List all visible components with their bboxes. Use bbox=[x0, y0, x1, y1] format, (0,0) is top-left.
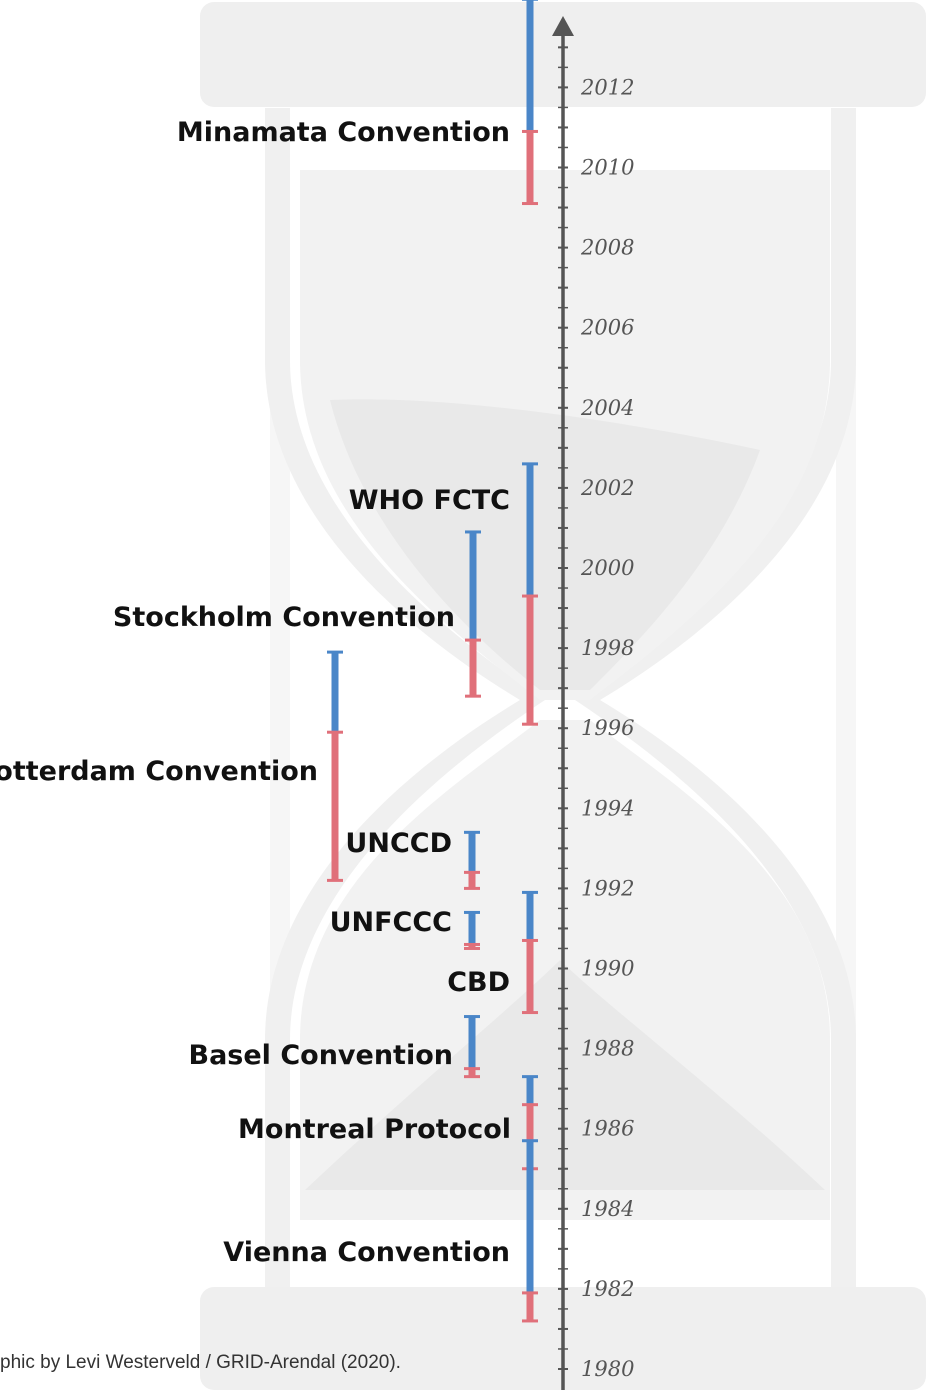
bar-blue-segment bbox=[526, 892, 534, 941]
convention-bar-rotterdam-convention bbox=[327, 650, 343, 882]
tick-labels: 1980 1982 1984 1986 1988 1990 1992 1994 1996 1998… bbox=[580, 75, 634, 1381]
minor-ticks bbox=[558, 46, 568, 1370]
tick-label-1992: 1992 bbox=[581, 876, 634, 900]
convention-label-vienna-convention: Vienna Convention bbox=[223, 1237, 510, 1268]
convention-bar-stockholm-convention bbox=[465, 530, 481, 698]
convention-bar-cbd bbox=[522, 890, 538, 1015]
bar-red-segment bbox=[526, 1292, 534, 1321]
bar-red-segment bbox=[331, 732, 339, 881]
convention-bar-unccd bbox=[464, 830, 480, 890]
tick-label-2006: 2006 bbox=[580, 316, 634, 340]
tick-label-1988: 1988 bbox=[581, 1037, 634, 1061]
bar-red-segment bbox=[468, 944, 476, 949]
convention-label-cbd: CBD bbox=[447, 967, 510, 998]
tick-label-1984: 1984 bbox=[581, 1197, 634, 1221]
convention-bar-vienna-convention bbox=[522, 1139, 538, 1323]
convention-label-montreal-protocol: Montreal Protocol bbox=[238, 1114, 511, 1145]
tick-label-2000: 2000 bbox=[580, 556, 634, 580]
convention-label-minamata-convention: Minamata Convention bbox=[177, 117, 510, 148]
convention-label-who-fctc: WHO FCTC bbox=[349, 485, 510, 516]
hourglass-background bbox=[200, 2, 926, 1390]
bar-blue-segment bbox=[469, 531, 477, 641]
bar-red-segment bbox=[526, 1104, 534, 1169]
convention-label-unccd: UNCCD bbox=[345, 828, 452, 859]
bar-blue-segment bbox=[526, 1076, 534, 1105]
bar-blue-segment bbox=[526, 0, 534, 132]
tick-label-1998: 1998 bbox=[581, 636, 634, 660]
convention-bars bbox=[327, 0, 538, 1323]
convention-bar-basel-convention bbox=[464, 1015, 480, 1079]
convention-bar-who-fctc bbox=[522, 462, 538, 726]
tick-label-1986: 1986 bbox=[581, 1117, 634, 1141]
bar-red-segment bbox=[526, 596, 534, 725]
convention-label-stockholm-convention: Stockholm Convention bbox=[113, 602, 455, 633]
convention-bar-minamata-convention bbox=[522, 0, 538, 206]
convention-label-unfccc: UNFCCC bbox=[330, 907, 452, 938]
tick-label-2002: 2002 bbox=[580, 476, 634, 500]
bar-blue-segment bbox=[331, 652, 339, 733]
tick-label-1996: 1996 bbox=[581, 716, 634, 740]
tick-label-2004: 2004 bbox=[580, 396, 634, 420]
convention-bar-unfccc bbox=[464, 910, 480, 950]
bar-blue-segment bbox=[526, 1140, 534, 1293]
year-axis: 1980 1982 1984 1986 1988 1990 1992 1994 1996 1998… bbox=[552, 16, 634, 1390]
bar-blue-segment bbox=[468, 832, 476, 873]
tick-label-1980: 1980 bbox=[581, 1357, 634, 1381]
tick-label-1990: 1990 bbox=[581, 957, 634, 981]
bar-blue-segment bbox=[468, 912, 476, 945]
tick-label-1994: 1994 bbox=[581, 796, 634, 820]
tick-label-2008: 2008 bbox=[580, 236, 634, 260]
tick-label-1982: 1982 bbox=[581, 1277, 634, 1301]
tick-label-2010: 2010 bbox=[580, 156, 634, 180]
bar-red-segment bbox=[468, 1068, 476, 1077]
bar-red-segment bbox=[526, 940, 534, 1013]
convention-label-rotterdam-convention: Rotterdam Convention bbox=[0, 756, 318, 787]
axis-arrow bbox=[552, 16, 574, 36]
bar-blue-segment bbox=[468, 1016, 476, 1069]
bar-blue-segment bbox=[526, 463, 534, 597]
bar-red-segment bbox=[469, 640, 477, 697]
bar-red-segment bbox=[468, 872, 476, 889]
convention-label-basel-convention: Basel Convention bbox=[189, 1040, 454, 1071]
credit-text: phic by Levi Westerveld / GRID-Arendal (… bbox=[0, 1352, 401, 1373]
tick-label-2012: 2012 bbox=[580, 75, 634, 99]
bar-red-segment bbox=[526, 131, 534, 204]
